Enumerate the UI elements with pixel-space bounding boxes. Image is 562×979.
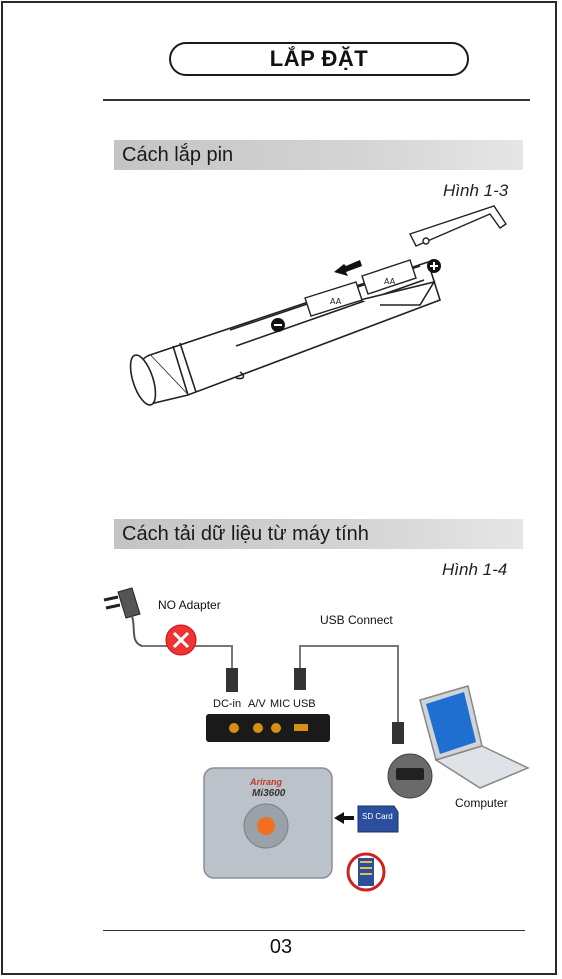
svg-text:AA: AA [384,277,396,286]
usb-connect-label: USB Connect [320,613,393,627]
laptop-icon [419,685,530,789]
plus-icon [427,259,441,273]
port-label-dc-in: DC-in [213,698,242,710]
usb-port-closeup-icon [387,753,433,799]
page-title: LẮP ĐẶT [169,42,469,76]
battery-drawing: AA AA [304,259,417,317]
figure-caption: Hình 1-3 [443,181,509,200]
port-panel [206,714,330,742]
computer-label: Computer [455,796,508,810]
usb-plug-icon [392,722,404,744]
port-label-mic: MIC [270,698,291,710]
dc-plug-icon [226,668,238,692]
section-heading-download: Cách tải dữ liệu từ máy tính [114,519,523,549]
section-title: Cách lắp pin [122,143,234,166]
sd-card-icon [357,805,399,833]
insert-arrow-icon [334,260,362,276]
battery-cover-drawing [409,205,507,247]
device-model: Mi3600 [252,788,286,799]
sd-card-label: SD Card [362,812,393,821]
sd-card-closeup-icon [346,852,386,892]
not-allowed-icon [165,624,197,656]
insert-arrow-icon [334,812,354,824]
header-rule [103,99,530,101]
minus-icon [271,318,285,332]
usb-plug-icon [294,668,306,690]
device-brand: Arirang [250,777,283,787]
svg-text:AA: AA [330,297,342,306]
footer-rule [103,930,525,931]
device-drawing [203,767,333,879]
section-title: Cách tải dữ liệu từ máy tính [122,522,369,545]
port-label-usb: USB [293,698,316,710]
page-number: 03 [269,936,293,958]
figure-caption: Hình 1-4 [442,560,508,579]
power-adapter-icon [103,587,143,647]
port-label-av: A/V [248,698,266,710]
section-heading-battery: Cách lắp pin [114,140,523,170]
adapter-label: NO Adapter [158,598,221,612]
